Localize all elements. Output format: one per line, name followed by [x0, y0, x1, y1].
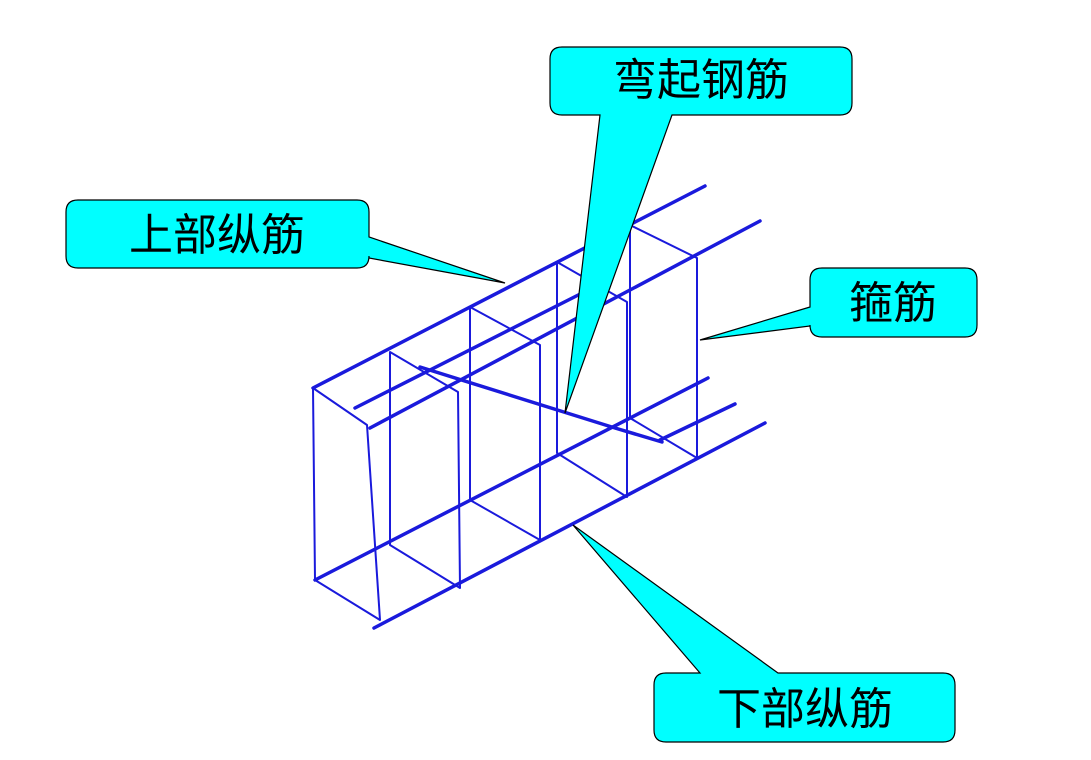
callout-stirrup: 箍筋 [699, 267, 978, 341]
callout-bottom-longitudinal-text: 下部纵筋 [717, 684, 893, 735]
top-bar-front [368, 219, 762, 430]
callout-top-longitudinal-box [65, 199, 506, 284]
stirrup-2 [389, 351, 461, 589]
callout-bottom-longitudinal: 下部纵筋 [572, 524, 956, 743]
callout-bent-bar-text: 弯起钢筋 [613, 55, 789, 106]
top-bar-middle [353, 282, 602, 410]
rebar-cage [311, 184, 767, 630]
bottom-bar-middle [658, 402, 737, 442]
callout-bent-bar: 弯起钢筋 [549, 46, 853, 414]
bottom-bar-rear [313, 376, 710, 582]
bottom-longitudinal-bars [313, 376, 767, 630]
callout-top-longitudinal: 上部纵筋 [65, 199, 506, 284]
bottom-bar-front [372, 421, 767, 630]
stirrup-1 [312, 387, 381, 621]
callout-stirrup-text: 箍筋 [849, 278, 937, 329]
bent-up-bar [418, 365, 664, 444]
callout-stirrup-box [699, 267, 978, 341]
callout-bottom-longitudinal-box [572, 524, 956, 743]
top-bar-rear [311, 184, 707, 390]
top-longitudinal-bars [311, 184, 762, 430]
callout-bent-bar-box [549, 46, 853, 414]
callout-top-longitudinal-text: 上部纵筋 [129, 210, 305, 261]
